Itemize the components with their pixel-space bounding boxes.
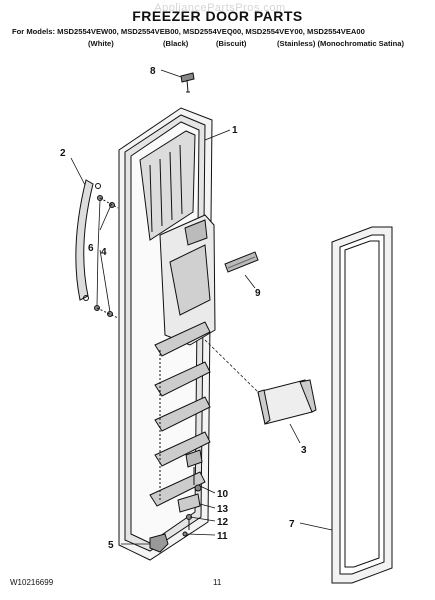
part-2-handle-drawing bbox=[75, 179, 101, 301]
part-9-trim-strip-drawing bbox=[224, 251, 259, 273]
document-number: W10216699 bbox=[10, 578, 54, 587]
part-1-door-panel-drawing bbox=[118, 107, 216, 561]
leader-lines bbox=[70, 69, 333, 545]
callout-10: 10 bbox=[217, 489, 229, 500]
callout-12: 12 bbox=[217, 517, 229, 528]
page-title: FREEZER DOOR PARTS bbox=[132, 8, 303, 24]
callout-1: 1 bbox=[232, 125, 238, 136]
part-7-gasket-drawing bbox=[331, 226, 393, 584]
watermark: AppliancePartsPros.com bbox=[154, 2, 286, 14]
callout-5: 5 bbox=[108, 540, 114, 551]
callout-3: 3 bbox=[301, 445, 307, 456]
color-stainless-satina: (Stainless) (Monochromatic Satina) bbox=[277, 39, 405, 48]
callout-6: 6 bbox=[88, 243, 94, 254]
callout-7: 7 bbox=[289, 519, 295, 530]
callout-8: 8 bbox=[150, 66, 156, 77]
part-8-screw-drawing bbox=[180, 72, 195, 93]
callout-4: 4 bbox=[101, 247, 107, 258]
callout-11: 11 bbox=[217, 531, 228, 542]
part-3-door-bin-drawing bbox=[257, 379, 317, 425]
color-biscuit: (Biscuit) bbox=[216, 39, 247, 48]
callout-13: 13 bbox=[217, 504, 229, 515]
callout-2: 2 bbox=[60, 148, 66, 159]
color-black: (Black) bbox=[163, 39, 189, 48]
page-number: 11 bbox=[213, 578, 222, 587]
callout-9: 9 bbox=[255, 288, 261, 299]
models-line: For Models: MSD2554VEW00, MSD2554VEB00, … bbox=[12, 27, 365, 36]
color-white: (White) bbox=[88, 39, 114, 48]
